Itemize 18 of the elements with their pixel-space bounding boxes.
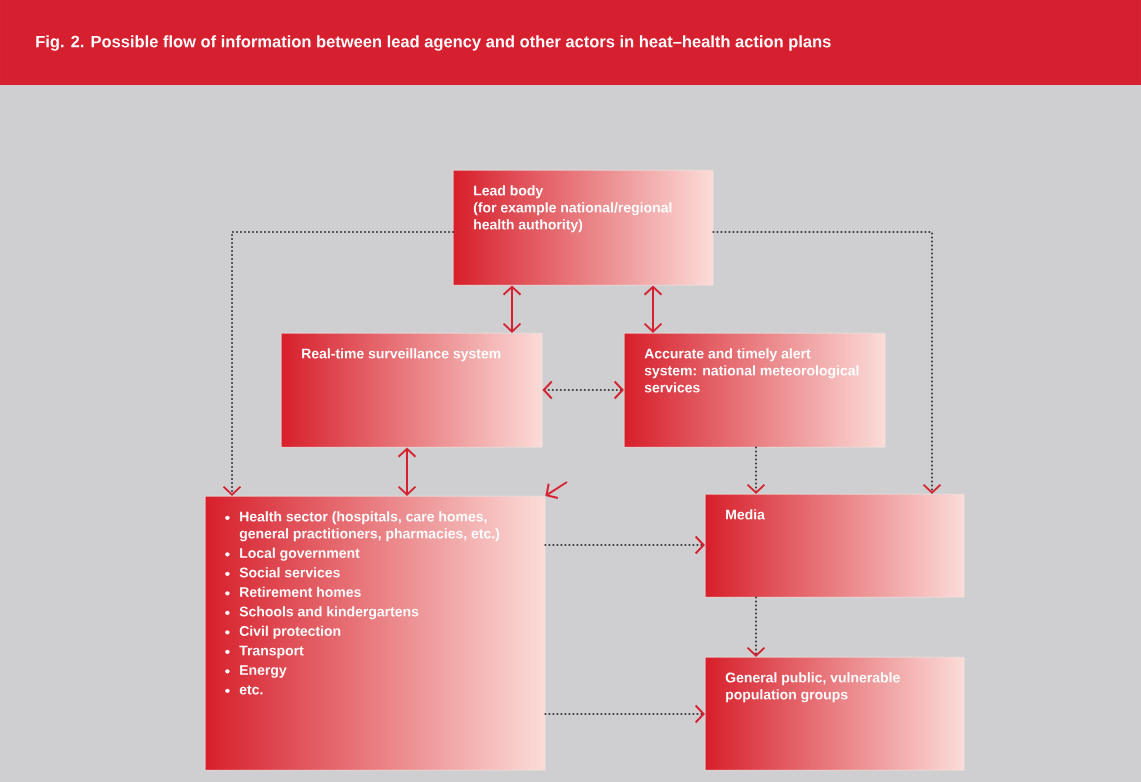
arrow — [542, 380, 624, 400]
arrow — [746, 446, 766, 494]
arrow — [397, 447, 417, 496]
arrow — [222, 231, 454, 496]
arrow — [502, 285, 522, 333]
arrow — [712, 231, 942, 494]
arrow — [545, 481, 568, 500]
bullet-list-box: Health sector (hospitals, care homes, general practitioners, pharmacies, etc.) Local government Social services Retirement homes Schools and kindergartens Civil protection Transport Energy etc. — [205, 496, 546, 771]
arrow — [643, 285, 663, 333]
process-box: General public, vulnerable population groups — [705, 657, 965, 771]
process-box: Media — [705, 494, 965, 598]
title-banner: Fig. 2. Possible flow of information between lead agency and other actors in heat–health action plans — [0, 0, 1141, 85]
arrow — [746, 596, 766, 657]
process-box: Lead body (for example national/regional health authority) — [453, 170, 714, 286]
process-box: Real-time surveillance system — [281, 333, 543, 448]
process-box: Accurate and timely alert system: national meteorological services — [624, 333, 886, 448]
arrow — [544, 535, 705, 555]
arrow — [544, 704, 705, 724]
